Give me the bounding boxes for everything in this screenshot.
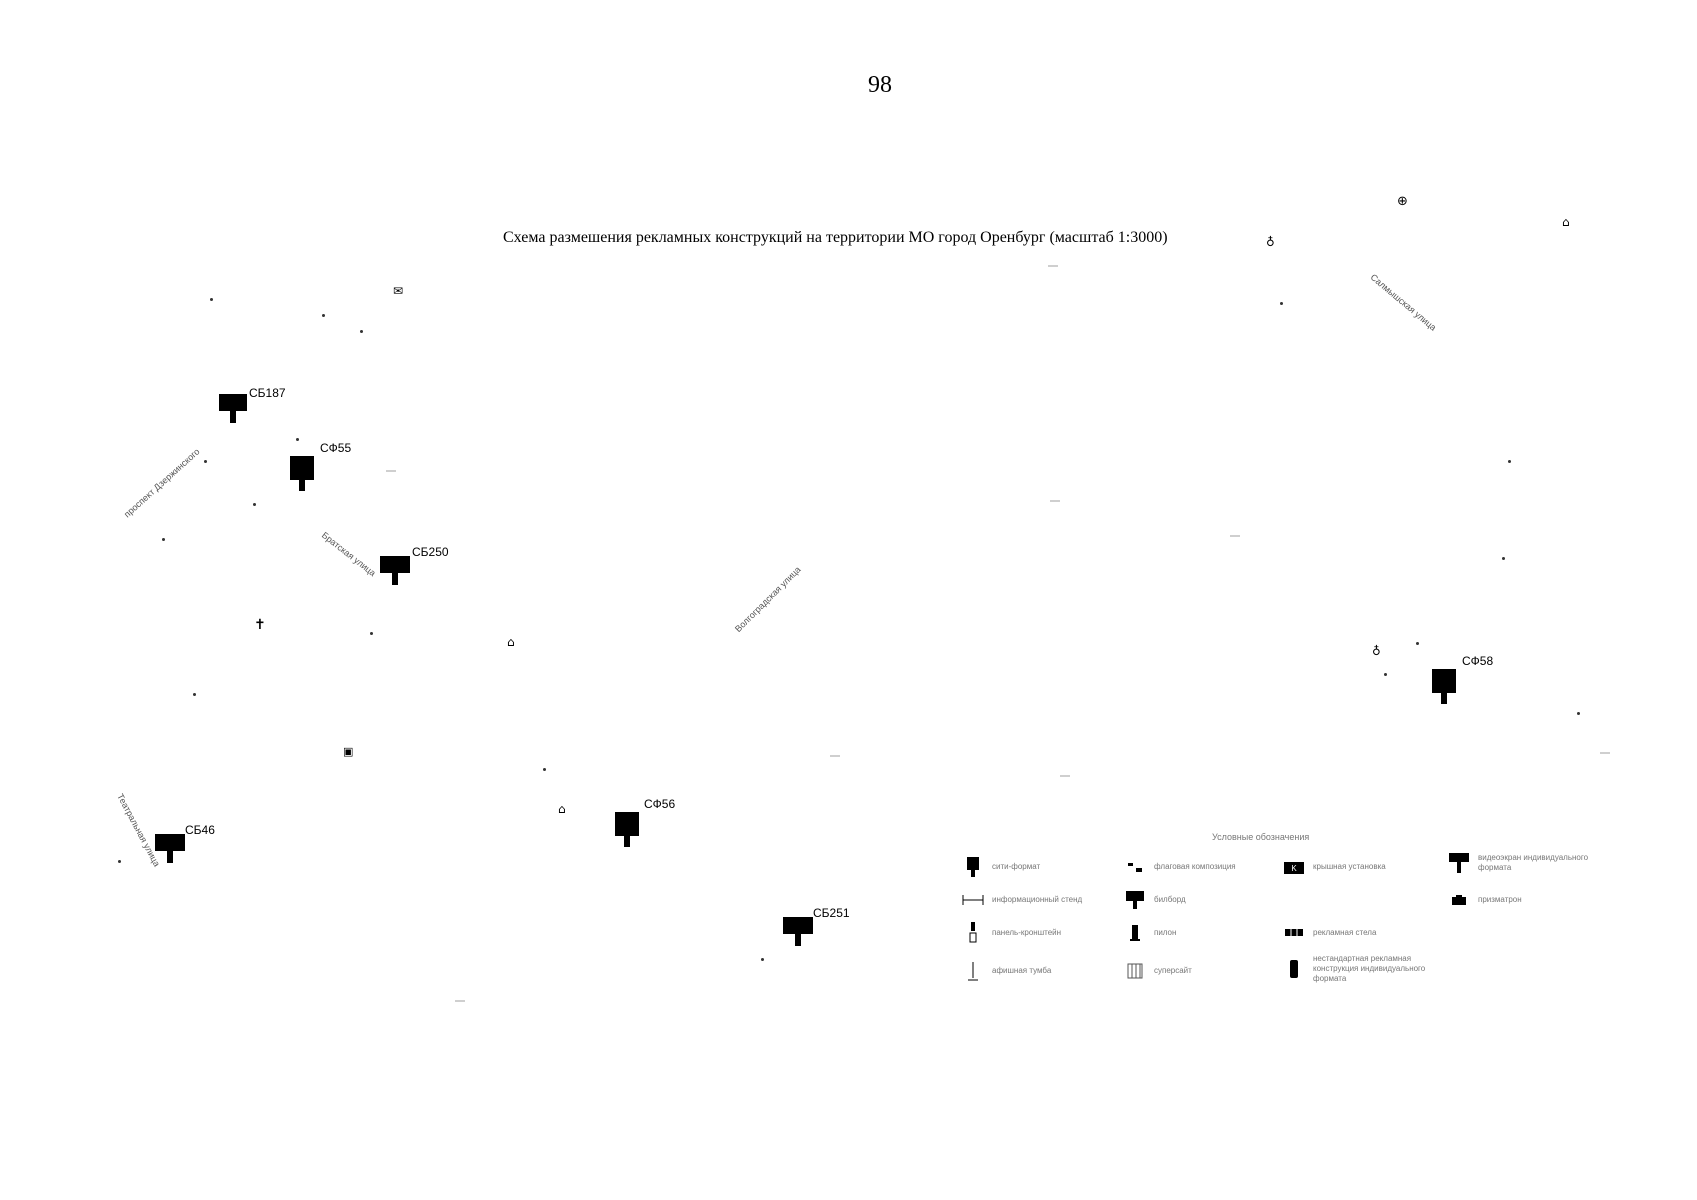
map-dot (1577, 712, 1580, 715)
map-dot (543, 768, 546, 771)
bank-icon: ♁ (1266, 235, 1275, 249)
city-format-marker-sf56[interactable] (615, 812, 641, 848)
info-stand-icon (962, 889, 984, 911)
map-dot (322, 314, 325, 317)
legend-item-stela: рекламная стела (1283, 922, 1376, 944)
billboard-icon (1124, 889, 1146, 911)
church-icon: ✝ (254, 617, 266, 633)
poster-pillar-icon (962, 960, 984, 982)
street-label: Салмышская улица (1368, 272, 1439, 333)
map-dot (193, 693, 196, 696)
legend-item-custom-structure: нестандартная рекламная конструкция инди… (1283, 954, 1438, 984)
custom-structure-icon (1283, 958, 1305, 980)
map-fragment (1050, 500, 1060, 502)
map-dot (761, 958, 764, 961)
city-format-icon (962, 856, 984, 878)
legend-item-info-stand: информационный стенд (962, 889, 1082, 911)
legend-item-flag-composition: флаговая композиция (1124, 856, 1236, 878)
hospital-icon: ⊕ (1397, 194, 1408, 209)
city-format-marker-sf58[interactable] (1432, 669, 1458, 705)
flag-composition-icon (1124, 856, 1146, 878)
marker-code: СФ55 (320, 441, 352, 455)
shop-icon: ⌂ (1562, 215, 1570, 229)
stela-icon (1283, 922, 1305, 944)
map-fragment (1060, 775, 1070, 777)
bus-stop-icon: ▣ (343, 745, 354, 758)
marker-code: СБ250 (412, 545, 449, 559)
street-label: Волгоградская улица (733, 564, 803, 635)
bank-icon: ♁ (1372, 644, 1381, 658)
billboard-marker-sb187[interactable] (219, 394, 251, 424)
legend-title: Условные обозначения (1212, 832, 1310, 842)
map-dot (1416, 642, 1419, 645)
prismatron-icon (1448, 889, 1470, 911)
map-dot (1280, 302, 1283, 305)
map-fragment (1600, 752, 1610, 754)
legend-item-prismatron: призматрон (1448, 889, 1522, 911)
legend-item-billboard: билборд (1124, 889, 1186, 911)
marker-code: СБ46 (185, 823, 215, 837)
map-dot (360, 330, 363, 333)
billboard-marker-sb250[interactable] (380, 556, 412, 586)
map-fragment (1230, 535, 1240, 537)
pylon-icon (1124, 922, 1146, 944)
map-dot (204, 460, 207, 463)
legend-item-poster-pillar: афишная тумба (962, 960, 1051, 982)
map-title: Схема размешения рекламных конструкций н… (503, 229, 1168, 246)
map-dot (210, 298, 213, 301)
marker-code: СФ56 (644, 797, 676, 811)
legend-item-video-screen: видеоэкран индивидуального формата (1448, 852, 1598, 874)
billboard-marker-sb46[interactable] (155, 834, 187, 864)
map-dot (296, 438, 299, 441)
map-dot (1502, 557, 1505, 560)
marker-code: СБ251 (813, 906, 850, 920)
map-dot (253, 503, 256, 506)
street-label: Братская улица (319, 530, 378, 579)
legend-item-panel-bracket: панель-кронштейн (962, 922, 1061, 944)
video-screen-icon (1448, 852, 1470, 874)
map-fragment (830, 755, 840, 757)
map-dot (118, 860, 121, 863)
marker-code: СБ187 (249, 386, 286, 400)
supersite-icon (1124, 960, 1146, 982)
map-dot (1508, 460, 1511, 463)
legend-item-supersite: суперсайт (1124, 960, 1192, 982)
mail-icon: ✉ (393, 284, 404, 298)
map-fragment (455, 1000, 465, 1002)
map-fragment (386, 470, 396, 472)
shop-icon: ⌂ (558, 802, 566, 816)
map-dot (162, 538, 165, 541)
panel-bracket-icon (962, 922, 984, 944)
map-dot (370, 632, 373, 635)
street-label: проспект Дзержинского (122, 446, 202, 520)
page-number: 98 (868, 72, 892, 98)
legend-item-city-format: сити-формат (962, 856, 1040, 878)
roof-installation-icon: K (1283, 856, 1305, 878)
map-dot (1384, 673, 1387, 676)
city-format-marker-sf55[interactable] (290, 456, 316, 492)
shop-icon: ⌂ (507, 635, 515, 649)
legend-item-pylon: пилон (1124, 922, 1176, 944)
marker-code: СФ58 (1462, 654, 1494, 668)
billboard-marker-sb251[interactable] (783, 917, 815, 947)
legend-item-roof-installation: K крышная установка (1283, 856, 1386, 878)
svg-text:K: K (1291, 864, 1297, 873)
map-fragment (1048, 265, 1058, 267)
